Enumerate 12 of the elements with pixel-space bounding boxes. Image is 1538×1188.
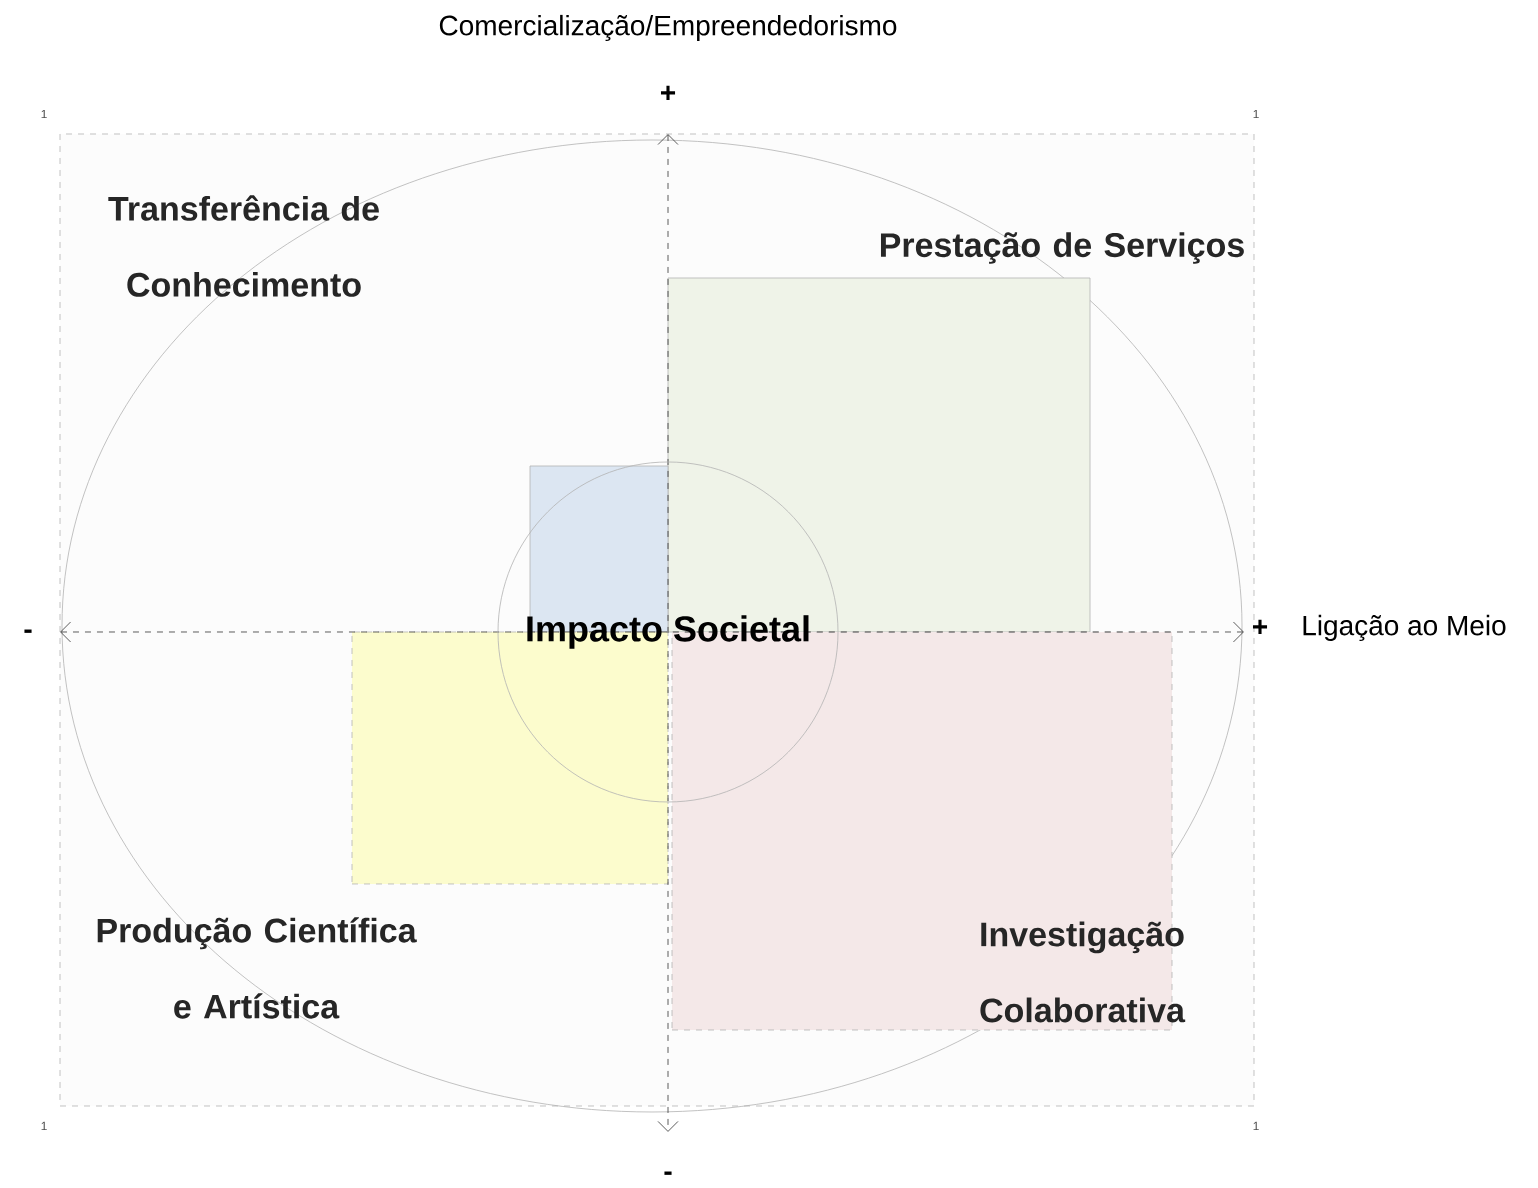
quadrant-label: Investigação Colaborativa [980,921,1186,1023]
axis-sign: - [24,629,32,633]
quadrant-label: Transferência de Conhecimento [108,195,379,297]
axis-sign: + [1253,619,1268,634]
quadrant-label: Prestação de Serviços [880,232,1244,264]
axis-sign: - [664,1171,672,1175]
circle [497,461,839,803]
quadrant-label: Produção Científica e Artística [97,917,417,1019]
axis-title: Ligação ao Meio [1303,614,1506,642]
axis-sign: + [661,85,676,100]
circle-label: Impacto Societal [527,615,809,649]
axis-title: Comercialização/Empreendedorismo [439,14,897,42]
